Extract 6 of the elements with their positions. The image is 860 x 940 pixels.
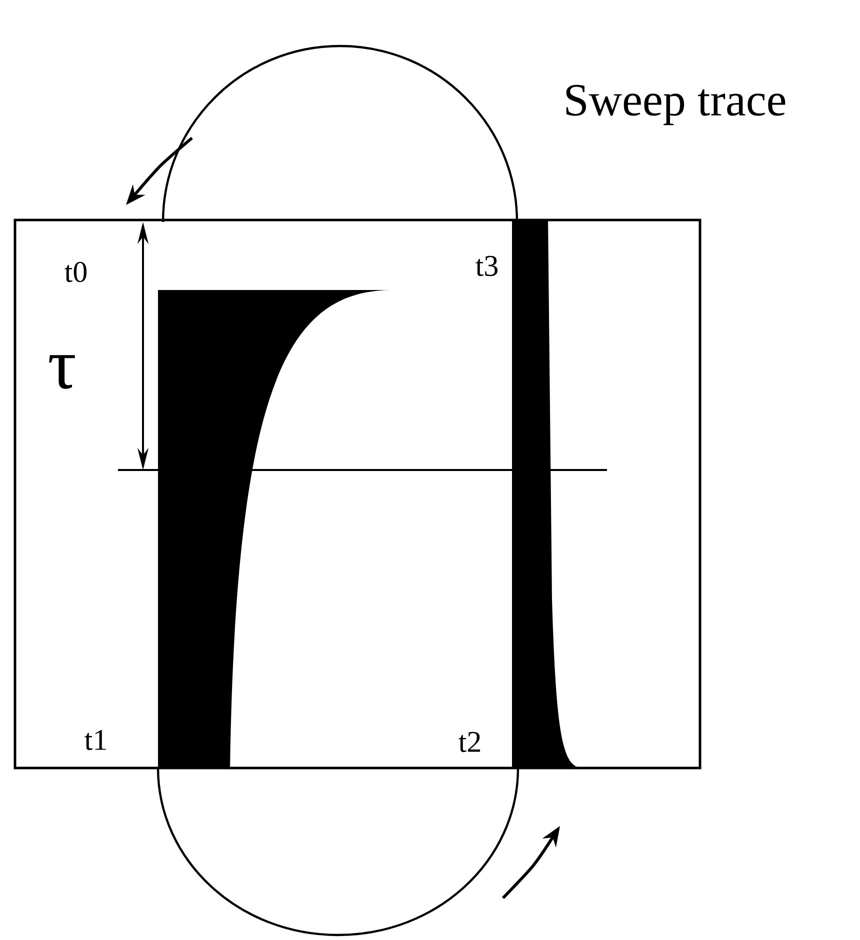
tau-label: τ	[49, 355, 75, 389]
time-label: t3	[476, 256, 498, 276]
time-label: t2	[458, 732, 480, 752]
time-label: t1	[84, 730, 106, 750]
time-label: t0	[64, 262, 87, 282]
trace-label: Sweep trace	[566, 84, 786, 126]
